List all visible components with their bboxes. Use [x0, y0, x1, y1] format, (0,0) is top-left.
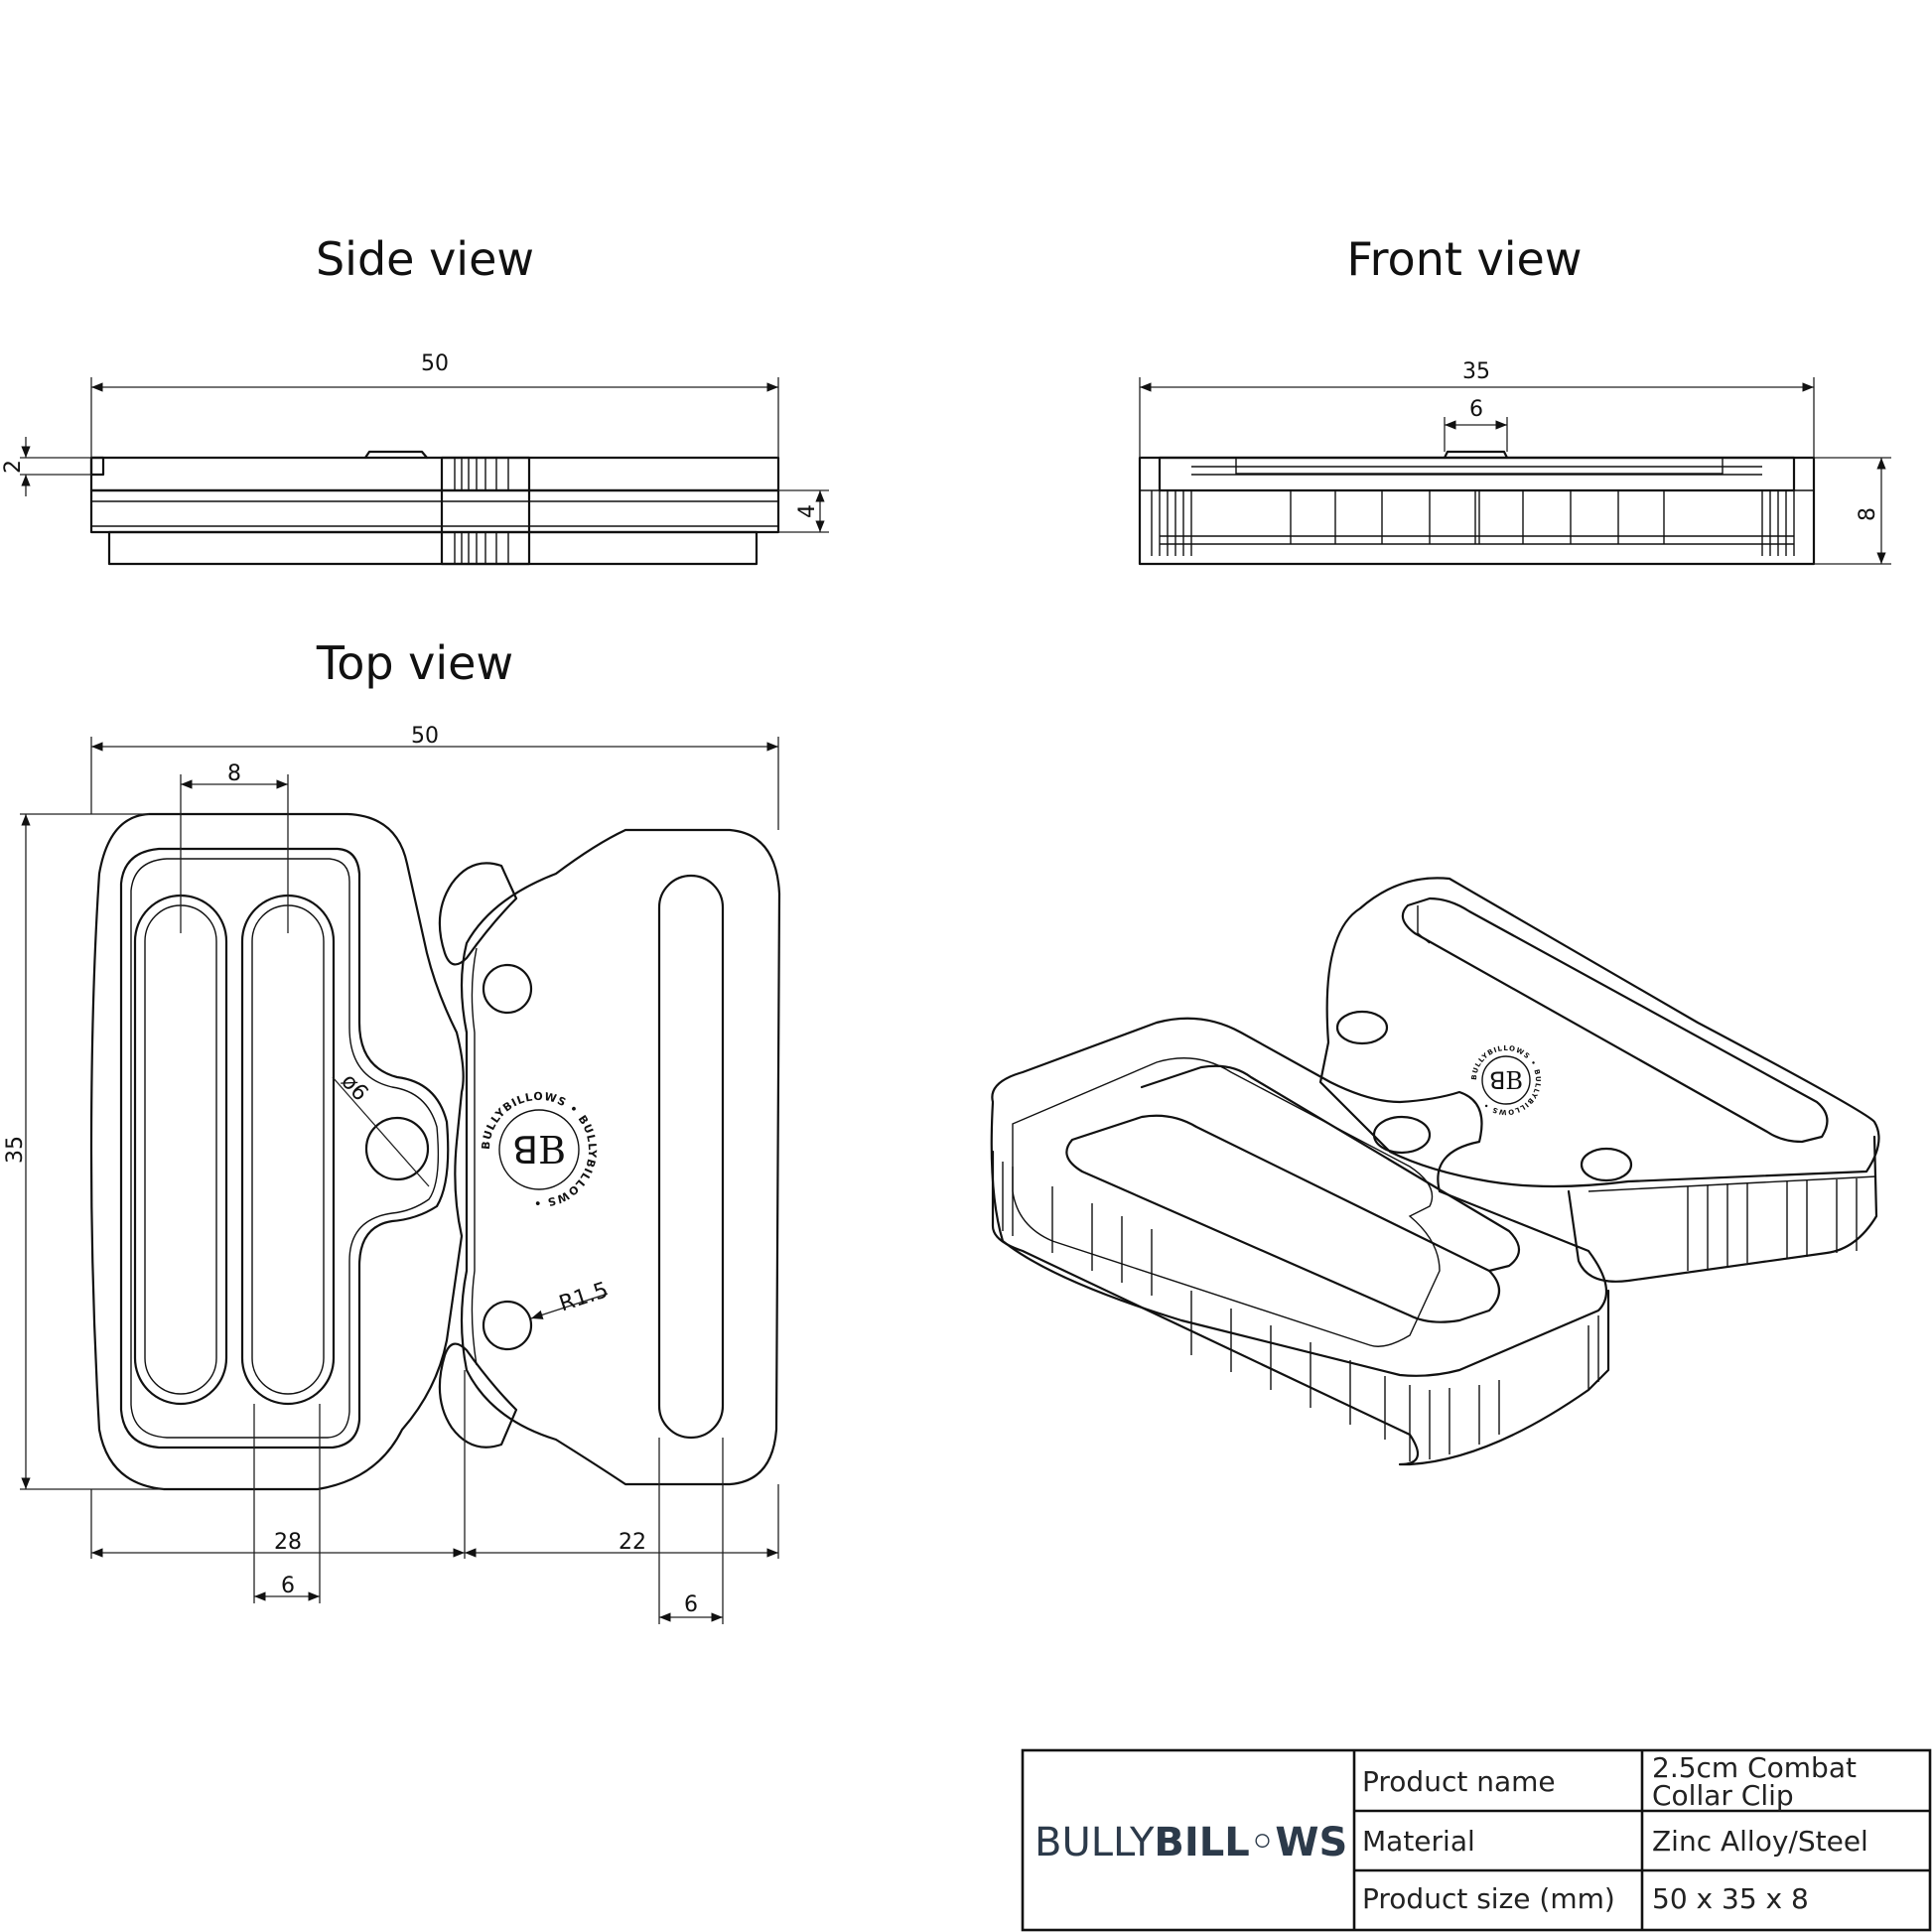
front-view-drawing [1138, 450, 1816, 566]
front-view-title: Front view [1347, 232, 1583, 286]
row-label-material: Material [1362, 1825, 1475, 1858]
row-value-product-size: 50 x 35 x 8 [1652, 1882, 1809, 1915]
top-dim-right-slot-width: 6 [684, 1592, 698, 1617]
top-dim-slot-spacing: 8 [227, 761, 241, 786]
row-label-product-name: Product name [1362, 1765, 1556, 1798]
side-dim-length: 50 [421, 351, 449, 376]
top-dim-slot-width: 6 [281, 1574, 295, 1598]
side-dim-thickness: 4 [795, 504, 820, 518]
top-view-dimensions [20, 737, 779, 1624]
side-dim-plate: 2 [1, 460, 26, 474]
top-dim-height: 35 [3, 1136, 28, 1164]
row-value-product-name-line2: Collar Clip [1652, 1779, 1794, 1812]
top-view-seal-monogram: ꓭB [512, 1129, 566, 1173]
front-dim-width: 35 [1462, 359, 1490, 384]
top-dim-right-part: 22 [619, 1530, 646, 1555]
top-dim-radius: R1.5 [556, 1278, 612, 1316]
top-view-title: Top view [316, 636, 513, 690]
front-dim-button: 6 [1469, 397, 1483, 422]
row-label-product-size: Product size (mm) [1362, 1882, 1615, 1915]
side-view-dimensions [20, 377, 829, 533]
top-dim-length: 50 [411, 724, 439, 749]
brand-logo: BULLYBILL◦WS [1035, 1820, 1347, 1865]
top-view-drawing: BULLYBILLOWS • BULLYBILLOWS • ꓭB [89, 812, 781, 1491]
title-block: BULLYBILL◦WS Product name 2.5cm Combat C… [1021, 1748, 1932, 1932]
top-dim-left-part: 28 [274, 1530, 302, 1555]
iso-seal-monogram: ꓭB [1489, 1067, 1523, 1095]
side-view-drawing [89, 450, 780, 566]
front-dim-height: 8 [1856, 507, 1880, 521]
front-view-dimensions [1139, 377, 1891, 565]
isometric-view-drawing: BULLYBILLOWS • BULLYBILLOWS • ꓭB [990, 877, 1880, 1466]
row-value-material: Zinc Alloy/Steel [1652, 1825, 1868, 1858]
side-view-title: Side view [316, 232, 534, 286]
brand-logo-light: BULLY [1035, 1820, 1155, 1865]
brand-logo-bold: BILL◦WS [1154, 1820, 1347, 1865]
row-value-product-name-line1: 2.5cm Combat [1652, 1751, 1857, 1784]
